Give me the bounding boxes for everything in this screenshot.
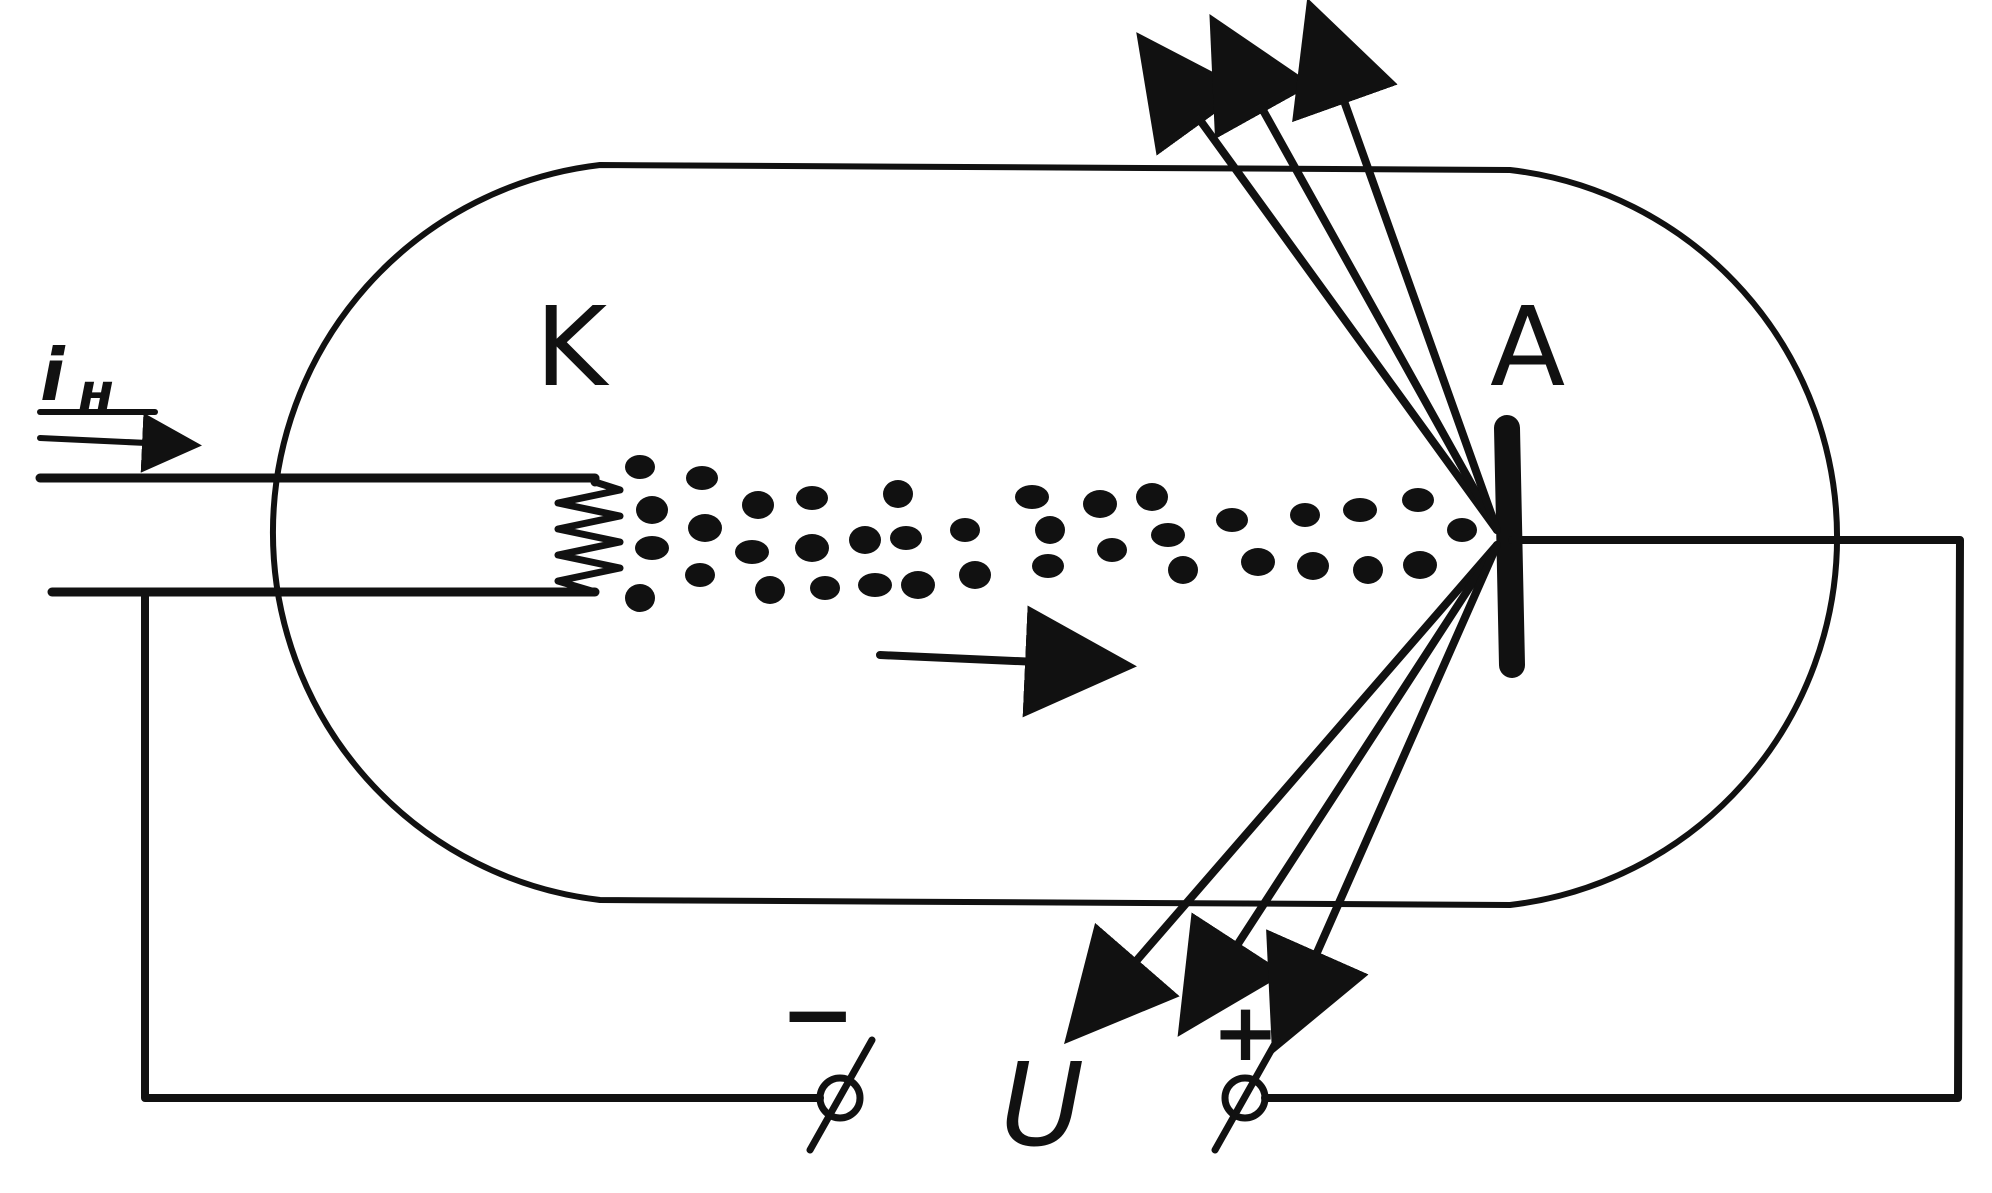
electron-dot — [1343, 498, 1377, 522]
xray-ray — [1177, 541, 1501, 1037]
terminal-minus — [806, 1036, 876, 1154]
electron-dot — [1403, 551, 1437, 579]
filament-current-arrow — [37, 412, 202, 473]
electron-dot — [1083, 490, 1117, 518]
xray-ray — [1292, 0, 1501, 534]
xray-ray — [1136, 32, 1501, 534]
xray-rays-up — [1136, 0, 1501, 534]
electron-flow-arrow — [876, 605, 1137, 718]
electron-dot — [901, 571, 935, 599]
electron-cloud — [625, 455, 1477, 612]
electron-dot — [625, 584, 655, 612]
electron-dot — [883, 480, 913, 508]
electron-dot — [810, 576, 840, 600]
electron-dot — [685, 563, 715, 587]
label-filament-current: i — [40, 333, 66, 417]
electron-dot — [1168, 556, 1198, 584]
label-anode: A — [1490, 283, 1565, 411]
xray-ray — [1064, 541, 1501, 1045]
electron-dot — [686, 466, 718, 490]
electron-dot — [636, 496, 668, 524]
electron-dot — [1290, 503, 1320, 527]
label-minus: − — [780, 962, 855, 1067]
electron-dot — [1402, 488, 1434, 512]
terminal-circle-icon — [1221, 1074, 1269, 1122]
xray-ray — [1266, 541, 1501, 1055]
electron-dot — [795, 534, 829, 562]
electron-dot — [1032, 554, 1064, 578]
electron-dot — [796, 486, 828, 510]
terminal-circle-icon — [816, 1074, 864, 1122]
label-cathode: K — [535, 283, 610, 411]
electron-dot — [1241, 548, 1275, 576]
electron-dot — [849, 526, 881, 554]
electron-dot — [1297, 552, 1329, 580]
electron-dot — [735, 540, 769, 564]
electron-dot — [1136, 483, 1168, 511]
electron-dot — [1097, 538, 1127, 562]
electron-dot — [959, 561, 991, 589]
electron-dot — [1035, 516, 1065, 544]
label-voltage: U — [1000, 1039, 1084, 1173]
anode-lead — [1261, 536, 1964, 1102]
electron-dot — [1447, 518, 1477, 542]
cathode-return-lead — [141, 588, 824, 1102]
electron-dot — [755, 576, 785, 604]
electron-dot — [625, 455, 655, 479]
terminal-slash — [1211, 1036, 1281, 1154]
cathode-lead-top — [35, 473, 600, 487]
terminal-slash — [806, 1036, 876, 1154]
electron-dot — [1216, 508, 1248, 532]
xray-rays-down — [1064, 541, 1501, 1055]
electron-dot — [1353, 556, 1383, 584]
electron-dot — [858, 573, 892, 597]
electron-dot — [1151, 523, 1185, 547]
electron-dot — [890, 526, 922, 550]
filament-coil — [554, 478, 624, 596]
label-plus: + — [1212, 986, 1279, 1079]
tube-envelope — [269, 162, 1841, 908]
electron-dot — [950, 518, 980, 542]
electron-dot — [688, 514, 722, 542]
xray-ray — [1209, 14, 1501, 534]
terminal-plus — [1211, 1036, 1281, 1154]
electron-dot — [635, 536, 669, 560]
anode-target — [1494, 415, 1525, 678]
electron-dot — [1015, 485, 1049, 509]
electron-dot — [742, 491, 774, 519]
